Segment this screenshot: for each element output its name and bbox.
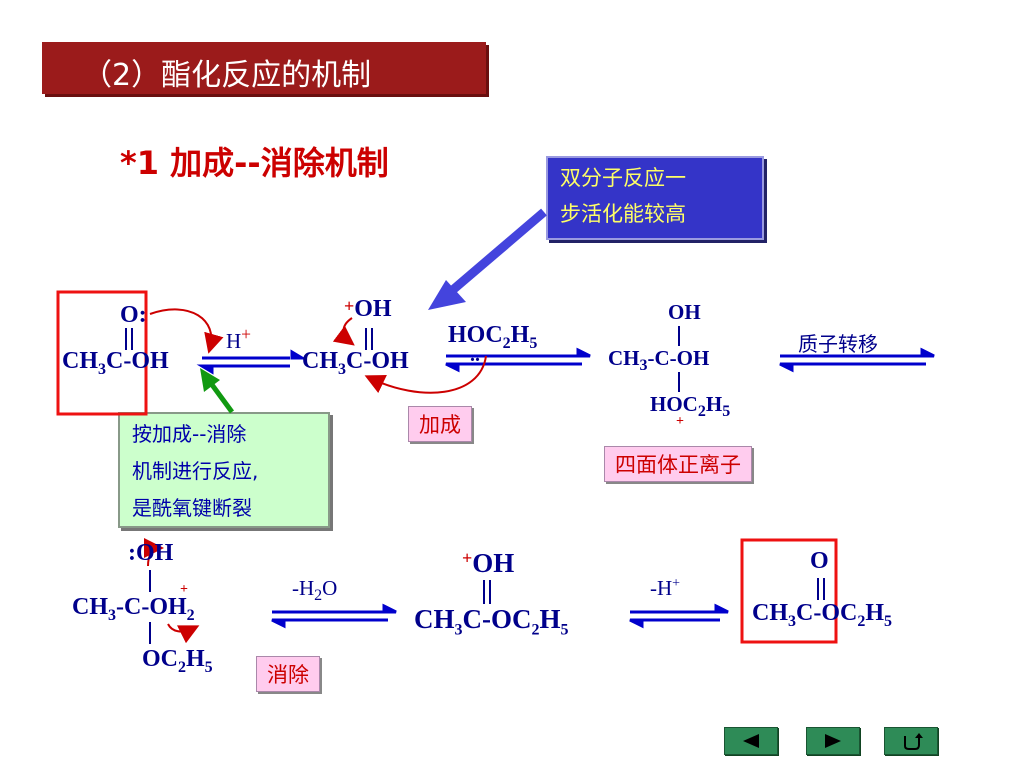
slide-title: （2）酯化反应的机制 [82, 58, 372, 93]
acetic-acid: CH3C-OH [62, 348, 169, 378]
highlight-box-ester [740, 538, 838, 644]
tetra-ethoxy: HOC2H5 [650, 392, 731, 421]
next-button[interactable] [806, 727, 860, 755]
protonated-oh: +OH [344, 296, 392, 322]
row2-intermediate: CH3-C-OH2 [72, 594, 195, 624]
highlight-box-acid [56, 290, 148, 416]
equilibrium-arrow-5 [629, 603, 729, 629]
curved-arrow [167, 623, 200, 644]
charge-plus: + [676, 414, 684, 429]
ethyl-acetate: CH3C-OC2H5 [752, 600, 892, 630]
row2-oh-top: :OH [128, 540, 174, 566]
proton-transfer-label: 质子转移 [798, 332, 878, 356]
protonated-ester-oh: +OH [462, 548, 515, 578]
callout-line: 是酰氧键断裂 [132, 496, 252, 520]
triangle-right-icon [825, 734, 841, 748]
section-heading: *1 加成--消除机制 [120, 144, 389, 182]
row2-ethoxy: OC2H5 [142, 646, 213, 676]
curved-arrow [143, 538, 164, 567]
elimination-label: 消除 [256, 656, 320, 692]
callout-line: 步活化能较高 [560, 202, 686, 226]
equilibrium-arrow-3 [779, 347, 935, 373]
title-bar: （2）酯化反应的机制 [42, 42, 486, 94]
prev-button[interactable] [724, 727, 778, 755]
acyl-cleavage-callout: 按加成--消除 机制进行反应, 是酰氧键断裂 [118, 412, 330, 528]
ester-carbonyl-o: O [810, 548, 829, 574]
bimolecular-callout: 双分子反应一 步活化能较高 [546, 156, 764, 240]
equilibrium-arrow-2 [445, 347, 591, 373]
minus-water-reagent: -H2O [292, 576, 338, 605]
equilibrium-arrow-4 [271, 603, 397, 629]
protonated-acid: CH3C-OH [302, 348, 409, 378]
tetra-oh-top: OH [668, 300, 701, 324]
curved-arrow [364, 355, 487, 394]
curved-arrow [332, 317, 355, 346]
addition-label: 加成 [408, 406, 472, 442]
callout-line: 按加成--消除 [132, 422, 247, 446]
minus-proton-reagent: -H+ [650, 576, 681, 600]
protonated-ester: CH3C-OC2H5 [414, 604, 569, 639]
lone-pair-dots: .. [470, 344, 480, 366]
callout-line: 双分子反应一 [560, 166, 686, 190]
callout-green-arrow [207, 380, 235, 414]
equilibrium-arrow-1 [196, 349, 308, 375]
triangle-left-icon [743, 734, 759, 748]
h-plus-reagent: H+ [226, 324, 252, 353]
acid-carbonyl-o: O: [120, 302, 147, 328]
tetrahedral-cation-label: 四面体正离子 [604, 446, 752, 482]
callout-line: 机制进行反应, [132, 459, 259, 483]
return-icon [904, 733, 923, 750]
ethanol-reagent: HOC2H5 [448, 322, 538, 352]
return-button[interactable] [884, 727, 938, 755]
charge-plus: + [180, 582, 188, 597]
curved-arrow [149, 308, 224, 354]
tetrahedral-intermediate: CH3-C-OH [608, 346, 710, 375]
callout-arrow [445, 208, 547, 298]
